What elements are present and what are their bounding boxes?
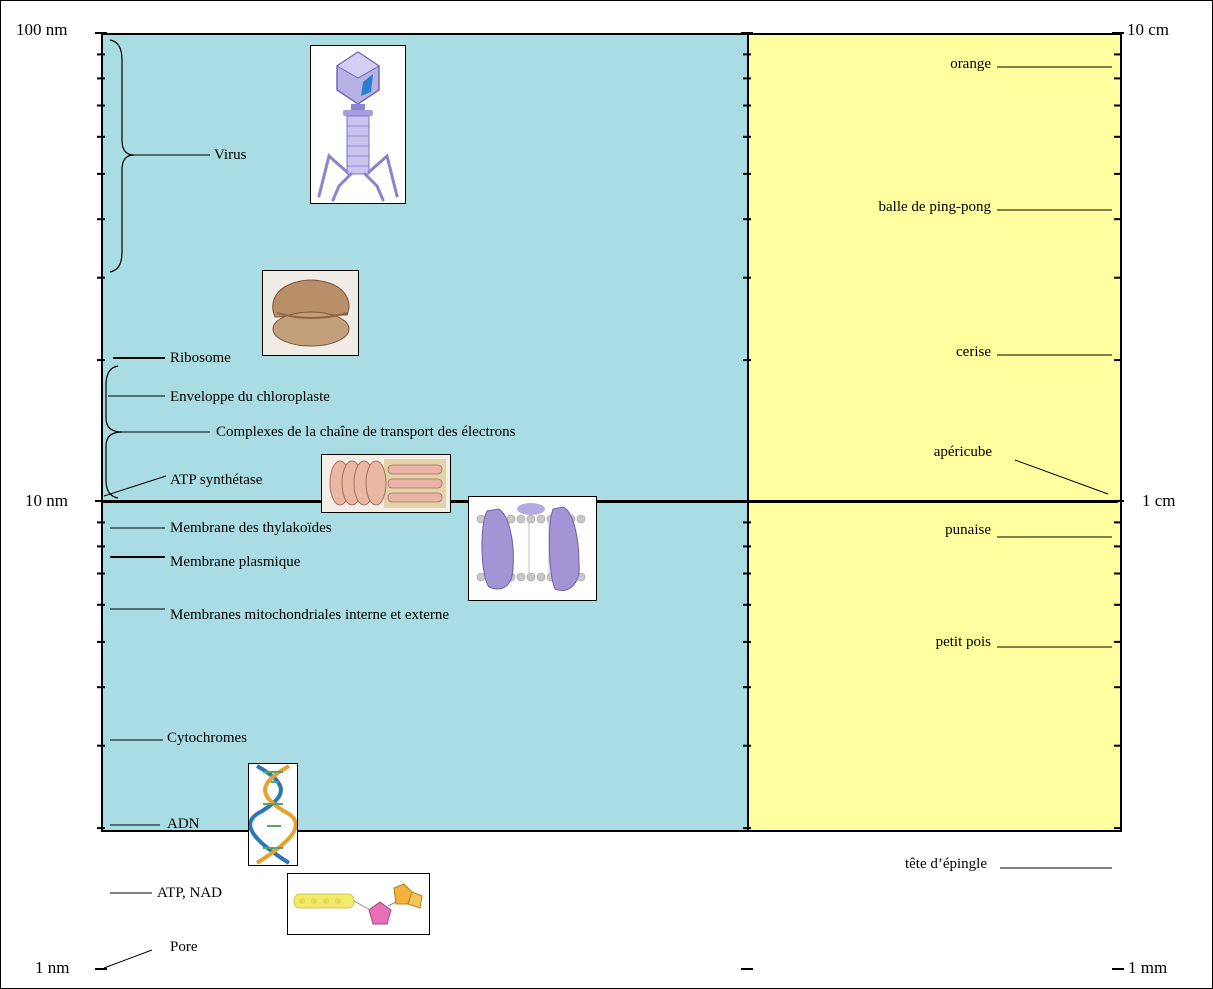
label-dna: ADN [167,816,200,832]
decade-divider [101,500,1118,503]
label-pea: petit pois [935,634,991,650]
atp-synthase-icon [321,454,451,513]
bacteriophage-icon [310,45,406,204]
label-atp-synthase: ATP synthétase [170,472,263,488]
label-cytochromes: Cytochromes [167,730,247,746]
right-axis-top: 10 cm [1127,20,1170,39]
virus-brace [109,39,135,273]
label-etc-complexes: Complexes de la chaîne de transport des … [216,424,516,440]
membrane-icon [468,496,597,601]
left-axis-bottom: 1 nm [35,958,70,977]
label-cherry: cerise [956,344,991,360]
right-axis-middle: 1 cm [1142,491,1176,510]
label-chloroplast-envelope: Enveloppe du chloroplaste [170,389,330,405]
label-pore: Pore [170,939,198,955]
ribosome-icon [262,270,359,356]
label-thylakoid-membrane: Membrane des thylakoïdes [170,520,332,536]
label-orange: orange [950,56,991,72]
leader-lines [103,39,1112,969]
membrane-brace [105,365,123,499]
dna-helix-icon [248,763,298,866]
label-plasma-membrane: Membrane plasmique [170,554,301,570]
label-virus: Virus [214,147,247,163]
label-ribosome: Ribosome [170,350,231,366]
left-axis-middle: 10 nm [25,491,68,510]
label-mito-membranes: Membranes mitochondriales interne et ext… [170,607,450,623]
label-apericube: apéricube [933,444,992,460]
label-atp-nad: ATP, NAD [157,885,223,901]
left-axis-top: 100 nm [16,20,68,39]
label-ping-pong: balle de ping-pong [878,199,991,215]
right-axis-bottom: 1 mm [1128,958,1168,977]
label-thumbtack: punaise [945,522,991,538]
millimeter-panel [747,33,1122,832]
label-pin-head: tête d’épingle [904,856,987,872]
axis-ticks [95,32,1124,970]
atp-molecule-icon [287,873,430,935]
